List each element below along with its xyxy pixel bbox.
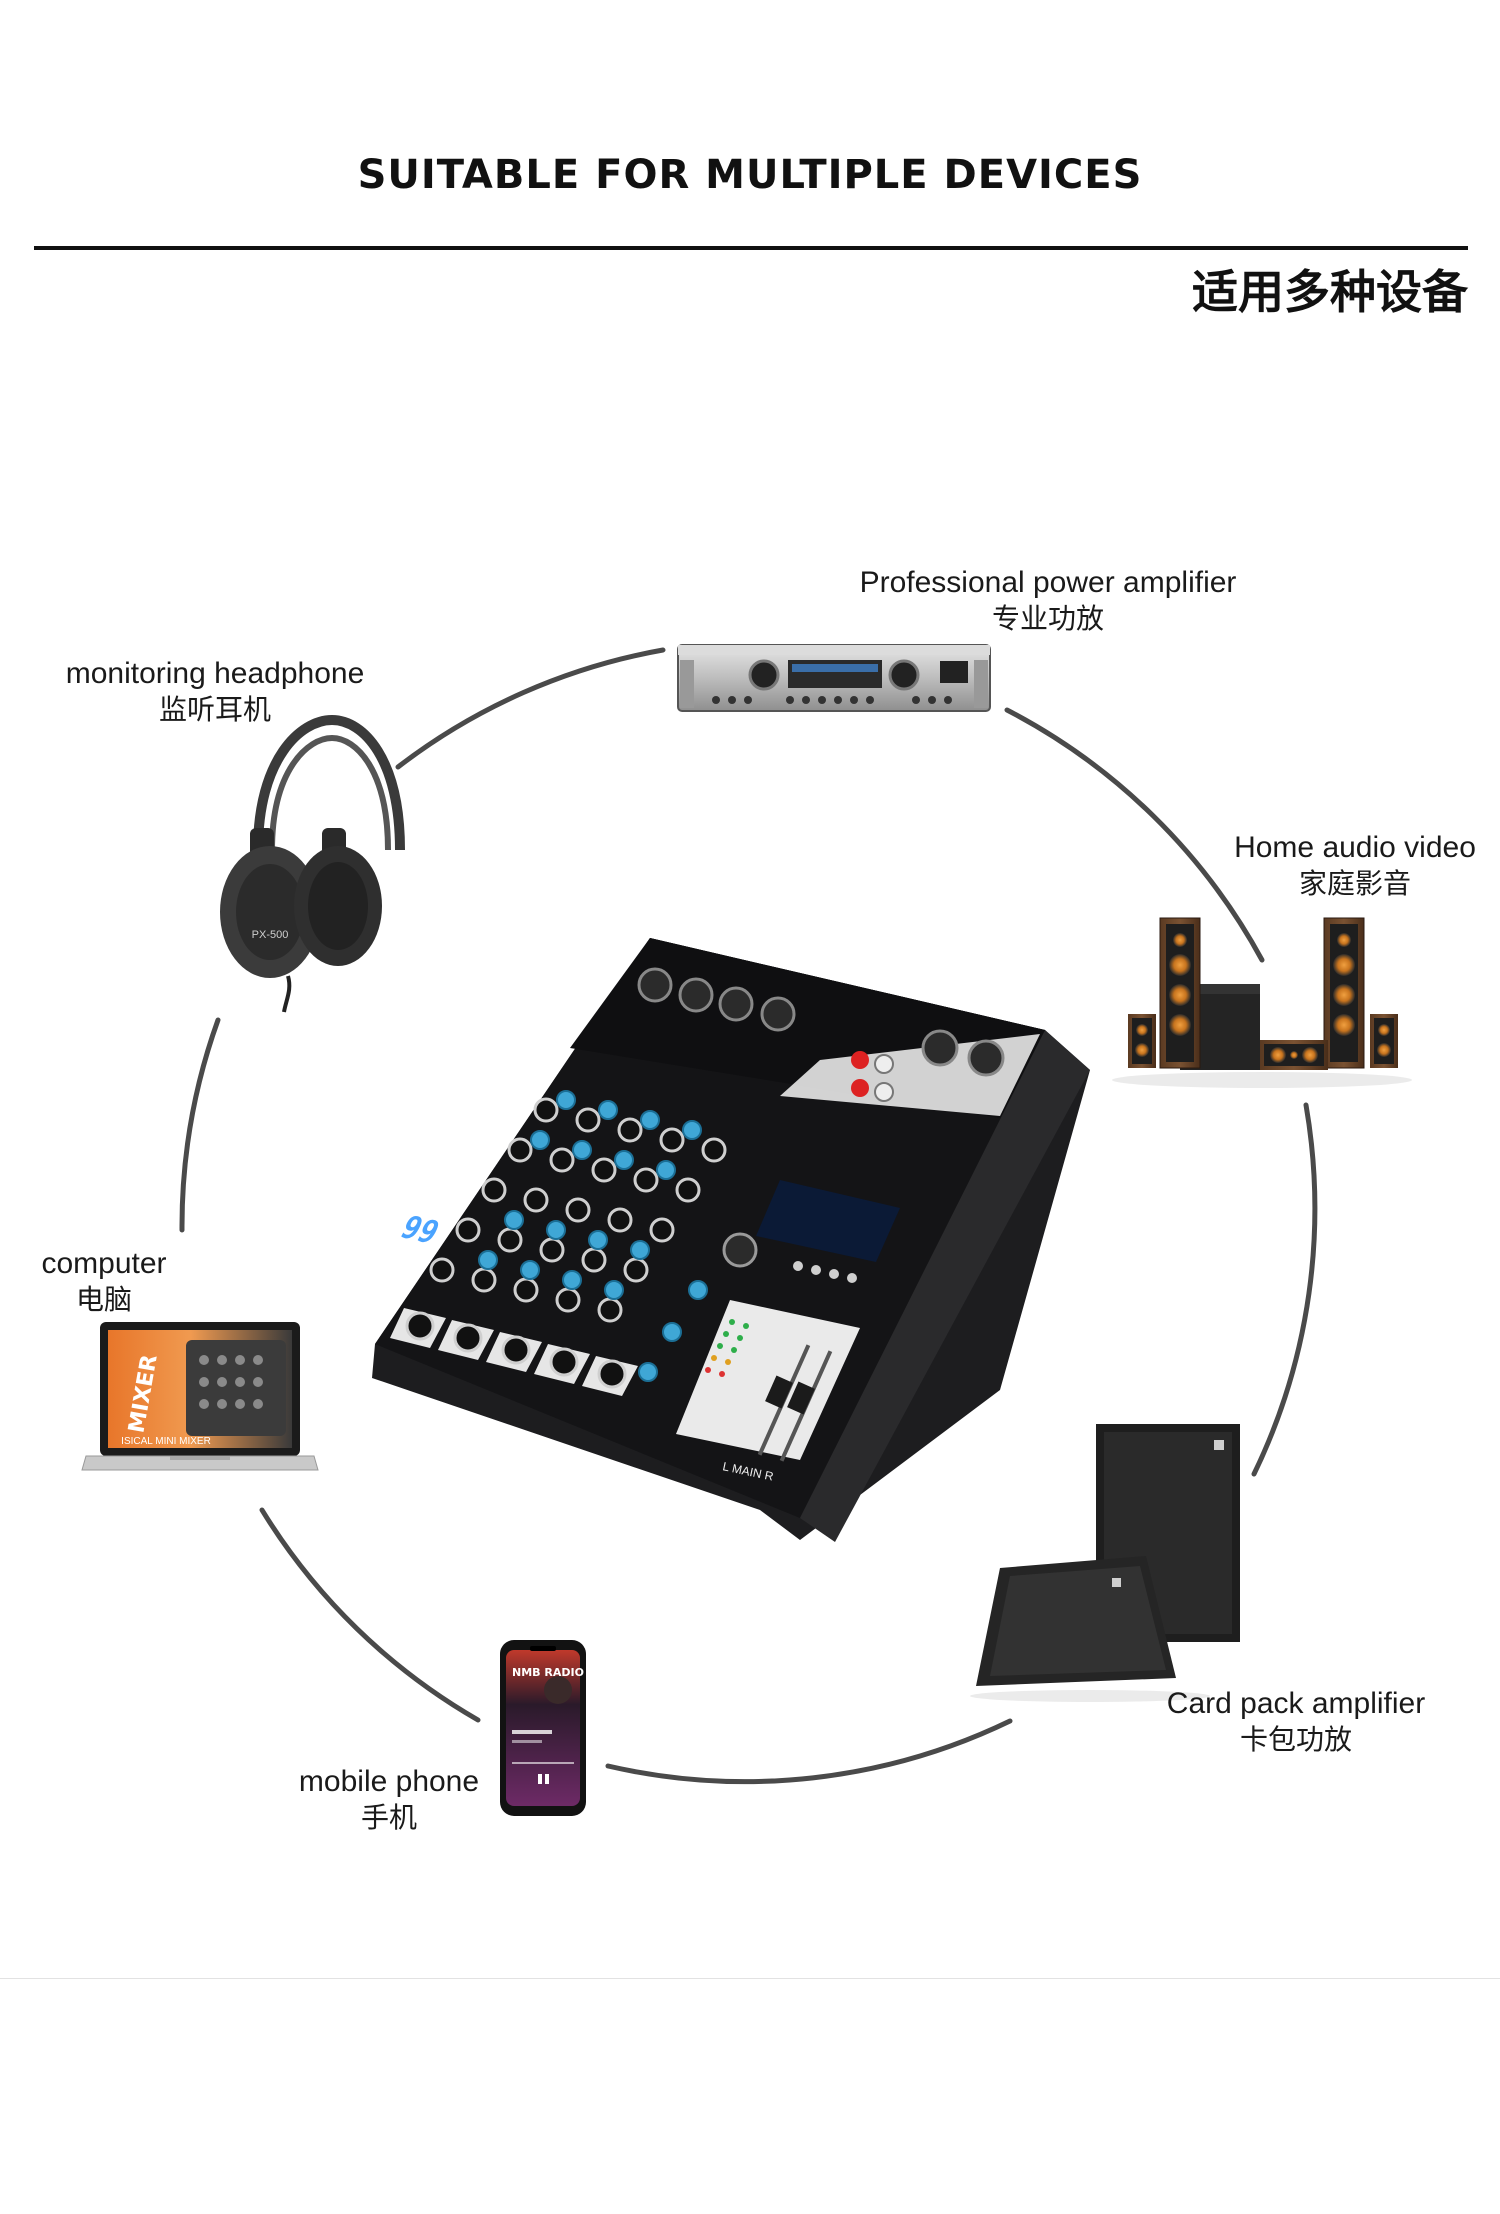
page-title: SUITABLE FOR MULTIPLE DEVICES [357,152,1143,198]
label-home-audio-en: Home audio video [1234,831,1476,864]
title-divider [34,246,1468,250]
label-amplifier: Professional power amplifier 专业功放 [822,565,1274,637]
mixer-display-panel: 99 [394,1180,900,1283]
smartphone-icon: NMB RADIO [500,1640,586,1816]
mixer-display-readout: 99 [394,1209,445,1251]
mixer-knob-grid [390,1090,727,1396]
pa-speaker-icon [970,1424,1240,1702]
label-computer: computer 电脑 [24,1246,184,1318]
laptop-screen-caption: ISICAL MINI MIXER [121,1436,211,1447]
label-computer-cn: 电脑 [75,1283,132,1316]
label-headphone: monitoring headphone 监听耳机 [30,656,400,728]
ring-arc-right [1251,1102,1318,1477]
label-headphone-en: monitoring headphone [65,657,365,690]
headphone-icon: PX-500 [220,714,405,1013]
label-card-speaker-en: Card pack amplifier [1166,1687,1426,1720]
label-phone-en: mobile phone [298,1765,480,1798]
label-card-speaker: Card pack amplifier 卡包功放 [1136,1686,1456,1758]
label-amplifier-cn: 专业功放 [991,602,1104,635]
speaker-set-icon [1112,917,1412,1088]
label-computer-en: computer [41,1247,167,1280]
phone-screen-brand: NMB RADIO [512,1666,584,1679]
page-subtitle: 适用多种设备 [1192,265,1468,319]
audio-mixer-icon: 99 L MAIN R [372,938,1090,1542]
footer-divider [0,1978,1500,1979]
label-amplifier-en: Professional power amplifier [859,566,1237,599]
label-phone: mobile phone 手机 [284,1764,494,1836]
ring-arc-bottom-right [605,1718,1013,1785]
connection-ring [179,647,1318,1785]
label-home-audio: Home audio video 家庭影音 [1214,830,1496,902]
label-phone-cn: 手机 [360,1801,417,1834]
ring-arc-bottom-left [259,1507,481,1723]
headphone-model-mark: PX-500 [252,929,289,941]
label-home-audio-cn: 家庭影音 [1298,867,1411,900]
ring-arc-top-left [395,647,666,770]
laptop-icon: MIXER ISICAL MINI MIXER [81,1322,319,1471]
power-amplifier-icon [677,644,991,712]
label-card-speaker-cn: 卡包功放 [1239,1723,1352,1756]
ring-arc-left [179,1017,221,1233]
ring-arc-top-right [1004,707,1265,963]
label-headphone-cn: 监听耳机 [158,693,271,726]
